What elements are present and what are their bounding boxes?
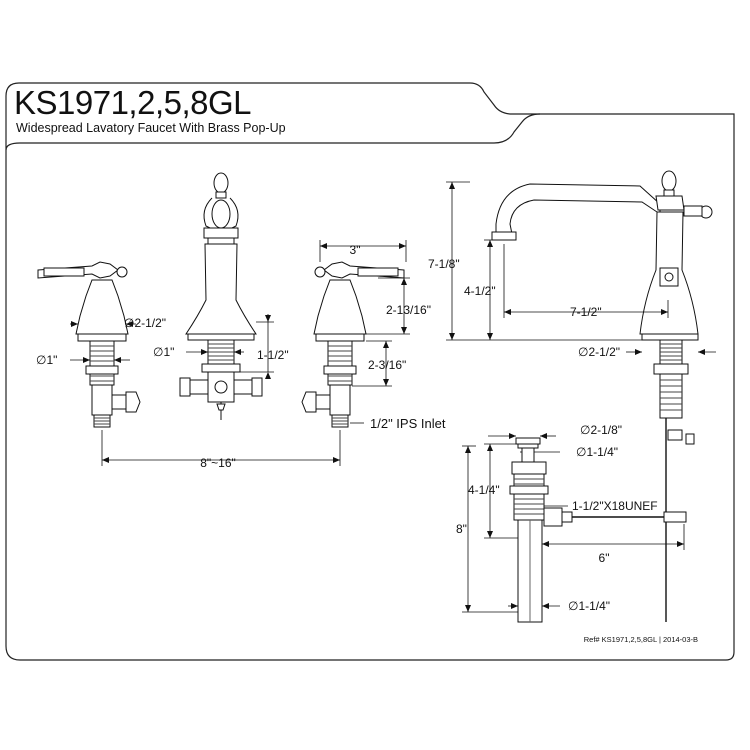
dim-drain-height-total: 8" (456, 522, 467, 536)
center-spout-body (180, 173, 262, 420)
dim-shank-dia-center: ∅1" (153, 345, 174, 359)
dim-flange-dia-left: ∅2-1/2" (124, 316, 166, 330)
dim-spout-height: 4-1/2" (464, 284, 496, 298)
dim-shank-dia-left: ∅1" (36, 353, 57, 367)
dimension-lines (70, 182, 716, 612)
reference-code: Ref# KS1971,2,5,8GL | 2014-03-B (583, 635, 698, 644)
dim-drain-top-dia: ∅2-1/8" (580, 423, 622, 437)
dim-tailpiece-dia: ∅1-1/4" (568, 599, 610, 613)
dim-inlet: 1/2" IPS Inlet (370, 416, 446, 431)
dim-spout-reach: 3" (350, 243, 361, 257)
right-handle-valve (302, 262, 404, 427)
dim-reach-side: 7-1/2" (570, 305, 602, 319)
model-number: KS1971,2,5,8GL (14, 84, 252, 121)
dim-drain-height-upper: 4-1/4" (468, 483, 500, 497)
dim-flange-dia-right: ∅2-1/2" (578, 345, 620, 359)
dim-spread: 8"~16" (200, 456, 236, 470)
dim-handle-height: 2-13/16" (386, 303, 431, 317)
product-subtitle: Widespread Lavatory Faucet With Brass Po… (16, 121, 286, 135)
side-view-faucet (492, 171, 712, 622)
dim-shank-length: 2-3/16" (368, 358, 406, 372)
left-handle-valve (38, 262, 140, 427)
dim-overall-height: 7-1/8" (428, 257, 460, 271)
dim-drain-thread: 1-1/2"X18UNEF (572, 499, 658, 513)
dim-drain-flange-dia: ∅1-1/4" (576, 445, 618, 459)
pop-up-drain (510, 438, 686, 622)
dim-drain-rod-length: 6" (599, 551, 610, 565)
dimension-arrowheads (71, 182, 705, 612)
title-tab-divider (6, 114, 540, 150)
dim-deck-thickness: 1-1/2" (257, 348, 289, 362)
sheet-frame (6, 83, 734, 660)
dimension-labels: 3" 2-13/16" ∅2-1/2" ∅1" ∅1" 1-1/2" 2-3/1… (36, 243, 658, 613)
